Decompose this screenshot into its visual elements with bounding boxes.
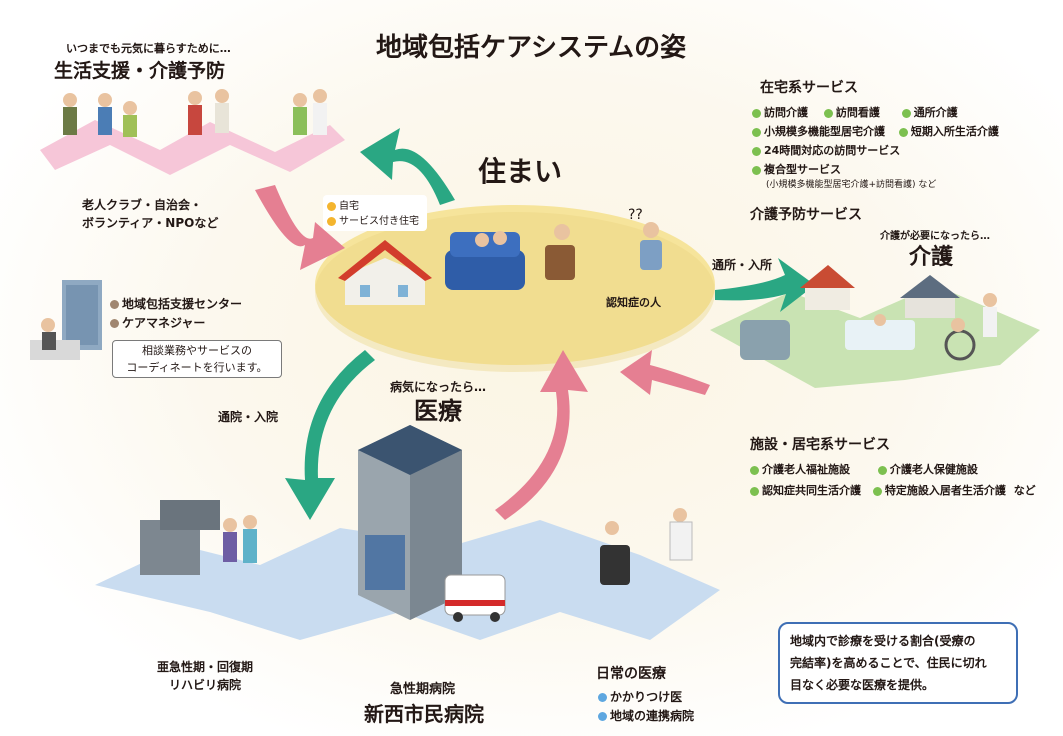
home-care-title: 在宅系サービス bbox=[760, 80, 858, 96]
life-support-sub: ボランティア・NPOなど bbox=[82, 216, 219, 230]
home-care-note: (小規模多機能型居宅介護+訪問看護) など bbox=[766, 180, 937, 190]
bullet-icon bbox=[901, 108, 911, 118]
arrow-home-to-care bbox=[715, 258, 815, 312]
facility-row: 介護老人福祉施設 介護老人保健施設 bbox=[750, 463, 978, 477]
life-support-caption: いつまでも元気に暮らすために… bbox=[66, 42, 231, 55]
bullet-icon bbox=[750, 486, 759, 496]
question-marks: ?? bbox=[628, 207, 643, 223]
prevention-title: 介護予防サービス bbox=[750, 207, 862, 223]
daily-item: 地域の連携病院 bbox=[598, 709, 694, 724]
dementia-person-label: 認知症の人 bbox=[606, 296, 661, 309]
home-tag: サービス付き住宅 bbox=[339, 216, 419, 227]
bullet-icon bbox=[752, 165, 761, 175]
bullet-icon bbox=[598, 693, 607, 702]
acute-caption: 急性期病院 bbox=[390, 682, 456, 697]
bullet-icon bbox=[752, 108, 761, 118]
diagram-title: 地域包括ケアシステムの姿 bbox=[376, 33, 687, 63]
bullet-icon bbox=[752, 127, 761, 137]
care-caption: 介護が必要になったら… bbox=[880, 231, 990, 242]
home-care-row: 小規模多機能型居宅介護 短期入所生活介護 bbox=[752, 125, 999, 139]
arrow-label-to-medical: 通院・入院 bbox=[218, 410, 279, 424]
bullet-icon bbox=[327, 216, 336, 226]
arrow-medical-to-home bbox=[495, 350, 588, 520]
bullet-icon bbox=[752, 146, 761, 156]
rehab-line: 亜急性期・回復期 bbox=[156, 660, 253, 674]
medical-title: 医療 bbox=[414, 397, 462, 425]
bullet-icon bbox=[872, 486, 882, 496]
daily-item: かかりつけ医 bbox=[598, 690, 682, 705]
life-support-title: 生活支援・介護予防 bbox=[54, 60, 226, 82]
acute-title: 新西市民病院 bbox=[364, 702, 484, 726]
note-line: 完結率)を高めることで、住民に切れ bbox=[790, 656, 987, 670]
arrow-label-to-care: 通所・入所 bbox=[712, 258, 773, 272]
note-line: 地域内で診療を受ける割合(受療の bbox=[790, 634, 976, 648]
care-title: 介護 bbox=[909, 245, 954, 270]
home-tag: 自宅 bbox=[339, 201, 359, 212]
arrow-home-to-life bbox=[360, 128, 455, 205]
rehab-line: リハビリ病院 bbox=[168, 678, 241, 692]
medical-caption: 病気になったら… bbox=[390, 380, 487, 394]
center-box-line: コーディネートを行います。 bbox=[126, 361, 268, 374]
rehab-label: 亜急性期・回復期 リハビリ病院 bbox=[140, 658, 270, 694]
center-box: 相談業務やサービスの コーディネートを行います。 bbox=[112, 340, 282, 378]
bullet-icon bbox=[877, 465, 887, 475]
bullet-icon bbox=[110, 319, 119, 328]
home-care-row: 複合型サービス bbox=[752, 163, 841, 177]
arrow-care-to-home bbox=[620, 350, 710, 395]
arrow-home-to-medical bbox=[285, 350, 375, 520]
arrow-life-to-home bbox=[255, 185, 345, 270]
daily-title: 日常の医療 bbox=[596, 666, 666, 682]
note-box: 地域内で診療を受ける割合(受療の 完結率)を高めることで、住民に切れ 目なく必要… bbox=[778, 622, 1018, 704]
home-care-row: 訪問介護 訪問看護 通所介護 bbox=[752, 106, 958, 120]
bullet-icon bbox=[898, 127, 908, 137]
note-line: 目なく必要な医療を提供。 bbox=[790, 678, 935, 692]
facility-row: 認知症共同生活介護 特定施設入居者生活介護 など bbox=[750, 484, 1036, 498]
center-item: 地域包括支援センター bbox=[110, 297, 242, 312]
home-title: 住まい bbox=[478, 155, 563, 188]
home-tag-box: 自宅 サービス付き住宅 bbox=[323, 195, 427, 231]
life-support-sub: 老人クラブ・自治会・ bbox=[82, 198, 203, 212]
bullet-icon bbox=[327, 201, 336, 211]
home-care-row: 24時間対応の訪問サービス bbox=[752, 144, 900, 158]
bullet-icon bbox=[598, 712, 607, 721]
bullet-icon bbox=[750, 465, 759, 475]
bullet-icon bbox=[110, 300, 119, 309]
facility-title: 施設・居宅系サービス bbox=[750, 437, 890, 453]
center-box-line: 相談業務やサービスの bbox=[142, 344, 252, 357]
bullet-icon bbox=[823, 108, 833, 118]
life-support-floor bbox=[40, 120, 345, 175]
center-item: ケアマネジャー bbox=[110, 316, 205, 331]
